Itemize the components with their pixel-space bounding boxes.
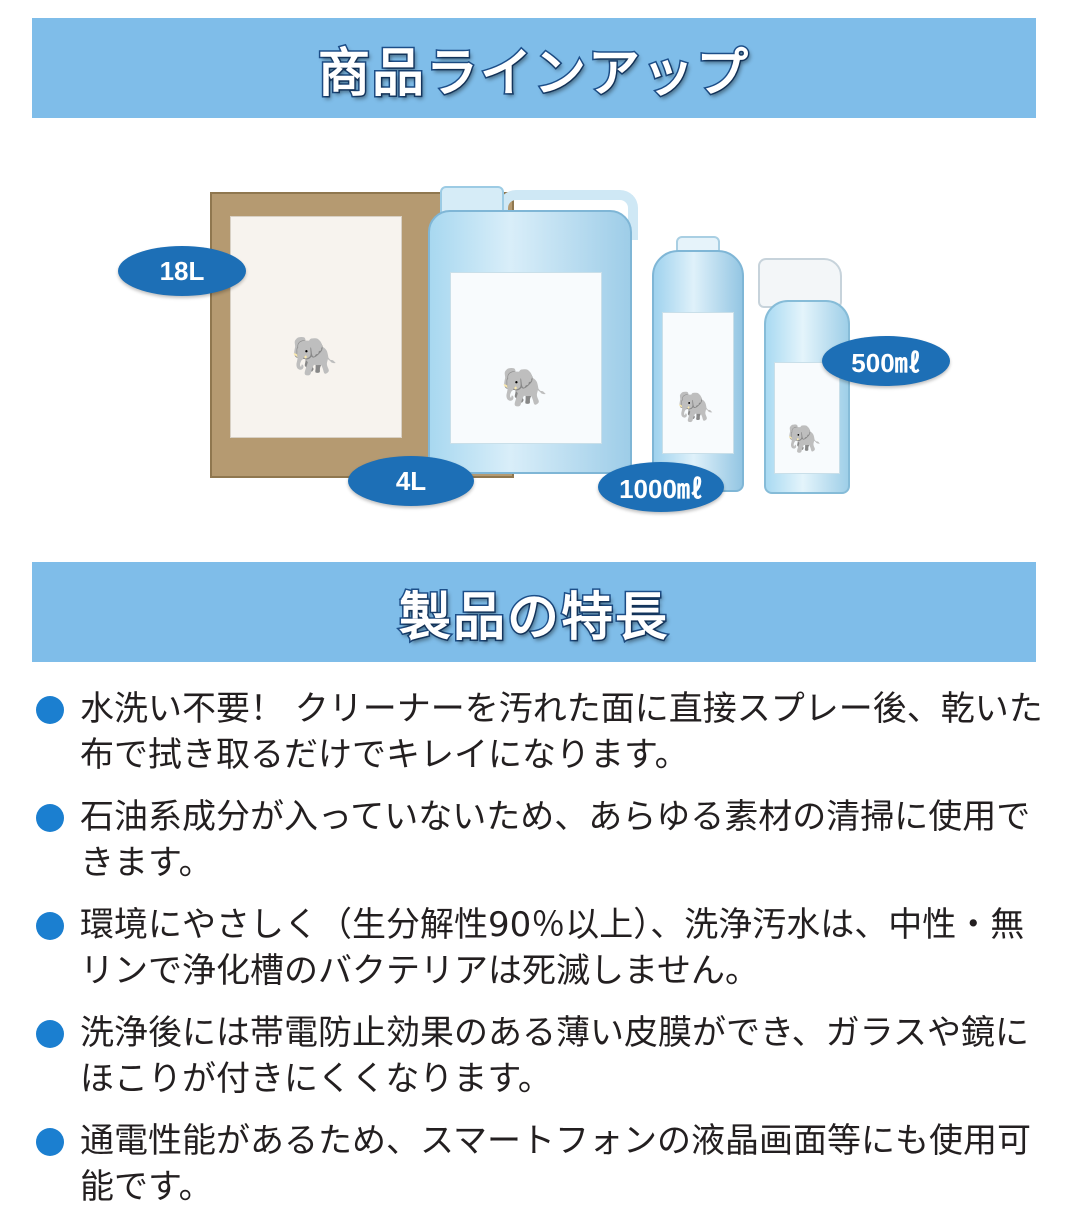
bullet-dot-icon	[36, 696, 64, 724]
feature-item: 水洗い不要！ クリーナーを汚れた面に直接スプレー後、乾いた布で拭き取るだけでキレ…	[36, 686, 1046, 778]
bullet-dot-icon	[36, 1020, 64, 1048]
feature-text: 石油系成分が入っていないため、あらゆる素材の清掃に使用できます。	[80, 797, 1031, 883]
bullet-dot-icon	[36, 804, 64, 832]
feature-item: 洗浄後には帯電防止効果のある薄い皮膜ができ、ガラスや鏡にほこりが付きにくくなりま…	[36, 1010, 1046, 1102]
lineup-title: 商品ラインアップ	[316, 42, 750, 105]
feature-item: 環境にやさしく（生分解性90％以上）、洗浄汚水は、中性・無リンで浄化槽のバクテリ…	[36, 902, 1046, 994]
feature-item: 通電性能があるため、スマートフォンの液晶画面等にも使用可能です。	[36, 1118, 1046, 1210]
bullet-dot-icon	[36, 912, 64, 940]
elephant-mascot-icon: 🐘	[677, 390, 715, 425]
box-label-panel: 🐘	[230, 216, 402, 438]
size-badge-4l: 4L	[348, 456, 474, 506]
feature-item: 石油系成分が入っていないため、あらゆる素材の清掃に使用できます。	[36, 794, 1046, 886]
product-spray-500ml: 🐘	[764, 300, 850, 494]
size-badge-18l: 18L	[118, 246, 246, 296]
features-title: 製品の特長	[397, 586, 669, 649]
feature-text: 通電性能があるため、スマートフォンの液晶画面等にも使用可能です。	[80, 1121, 1031, 1207]
jug-label-panel: 🐘	[450, 272, 602, 444]
elephant-mascot-icon: 🐘	[291, 334, 339, 378]
feature-text: 水洗い不要！ クリーナーを汚れた面に直接スプレー後、乾いた布で拭き取るだけでキレ…	[80, 689, 1043, 775]
size-badge-500ml: 500㎖	[822, 336, 950, 386]
feature-text: 環境にやさしく（生分解性90％以上）、洗浄汚水は、中性・無リンで浄化槽のバクテリ…	[80, 905, 1025, 991]
size-badge-1000ml: 1000㎖	[598, 462, 724, 512]
lineup-header-banner: 商品ラインアップ	[32, 18, 1036, 118]
bottle-label-panel: 🐘	[662, 312, 734, 454]
spray-label-panel: 🐘	[774, 362, 840, 474]
product-bottle-1000ml: 🐘	[652, 250, 744, 492]
product-photo: 🐘 🐘 🐘 🐘 18L 4L 1000㎖ 500㎖	[110, 180, 970, 530]
features-header-banner: 製品の特長	[32, 562, 1036, 662]
bullet-dot-icon	[36, 1128, 64, 1156]
elephant-mascot-icon: 🐘	[501, 365, 549, 409]
elephant-mascot-icon: 🐘	[787, 422, 822, 455]
spray-trigger-head	[758, 258, 842, 308]
feature-text: 洗浄後には帯電防止効果のある薄い皮膜ができ、ガラスや鏡にほこりが付きにくくなりま…	[80, 1013, 1029, 1099]
feature-list: 水洗い不要！ クリーナーを汚れた面に直接スプレー後、乾いた布で拭き取るだけでキレ…	[36, 686, 1046, 1226]
product-jug-4l: 🐘	[428, 210, 632, 474]
